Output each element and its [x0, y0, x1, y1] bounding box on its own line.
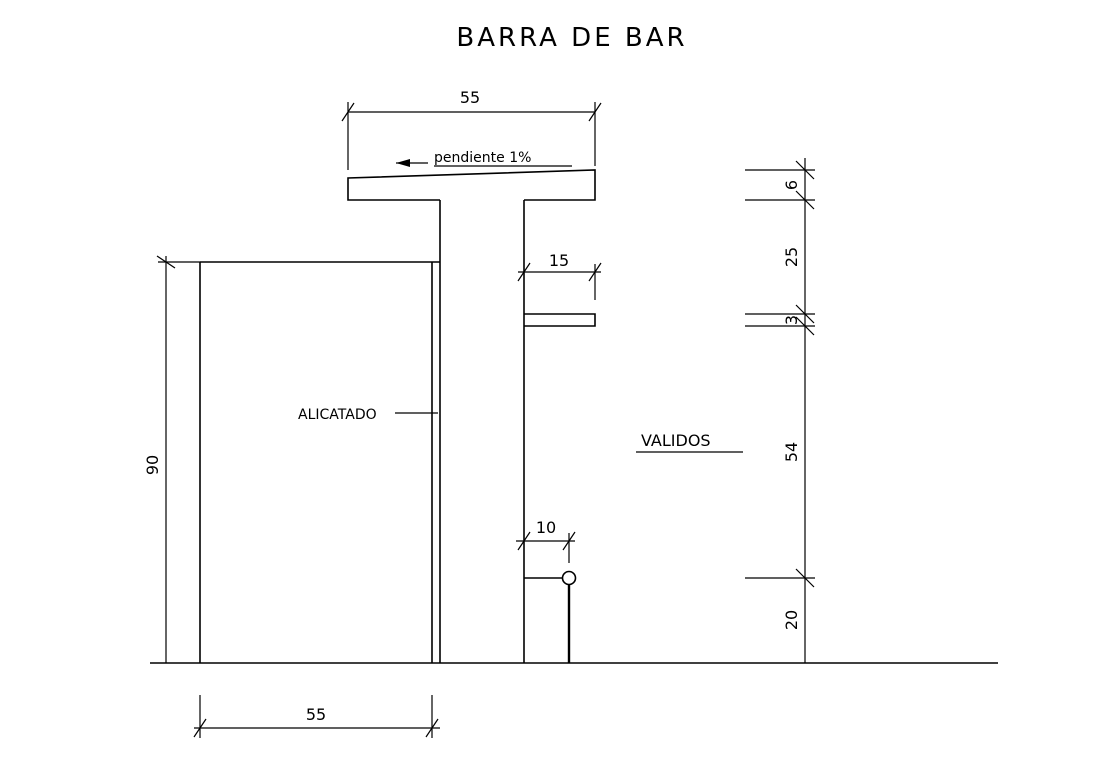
- dim-top-width-value: 55: [460, 88, 480, 107]
- accessible-annotation: VALIDOS: [636, 431, 743, 453]
- counter-top: [347, 169, 596, 201]
- counter-base: [199, 200, 441, 663]
- tiling-annotation: ALICATADO: [298, 407, 438, 423]
- dim-shelf-to-footrest-value: 54: [782, 442, 801, 462]
- dim-top-width: 55: [341, 88, 602, 170]
- dim-vertical-chain: 6 25 3 54 20: [745, 158, 815, 663]
- dim-counter-height: 90: [143, 255, 200, 663]
- dim-top-to-shelf-value: 25: [782, 247, 801, 267]
- dim-footrest-offset: 10: [516, 518, 576, 563]
- accessible-label: VALIDOS: [641, 431, 711, 450]
- tiling-label: ALICATADO: [298, 407, 377, 423]
- shelf: [524, 313, 596, 327]
- slope-arrow-icon: [396, 159, 410, 167]
- footrest: [524, 570, 577, 663]
- dim-shelf-thickness-value: 3: [782, 315, 801, 325]
- dim-shelf-depth: 15: [517, 251, 602, 300]
- dim-top-thickness-value: 6: [782, 180, 801, 190]
- dim-base-width: 55: [193, 695, 440, 738]
- dim-counter-height-value: 90: [143, 455, 162, 475]
- drawing-title: BARRA DE BAR: [456, 23, 687, 53]
- dim-footrest-height-value: 20: [782, 610, 801, 630]
- dim-base-width-value: 55: [306, 705, 326, 724]
- dim-shelf-depth-value: 15: [549, 251, 569, 270]
- slope-label: pendiente 1%: [434, 150, 531, 166]
- slope-annotation: pendiente 1%: [396, 150, 572, 167]
- dim-footrest-offset-value: 10: [536, 518, 556, 537]
